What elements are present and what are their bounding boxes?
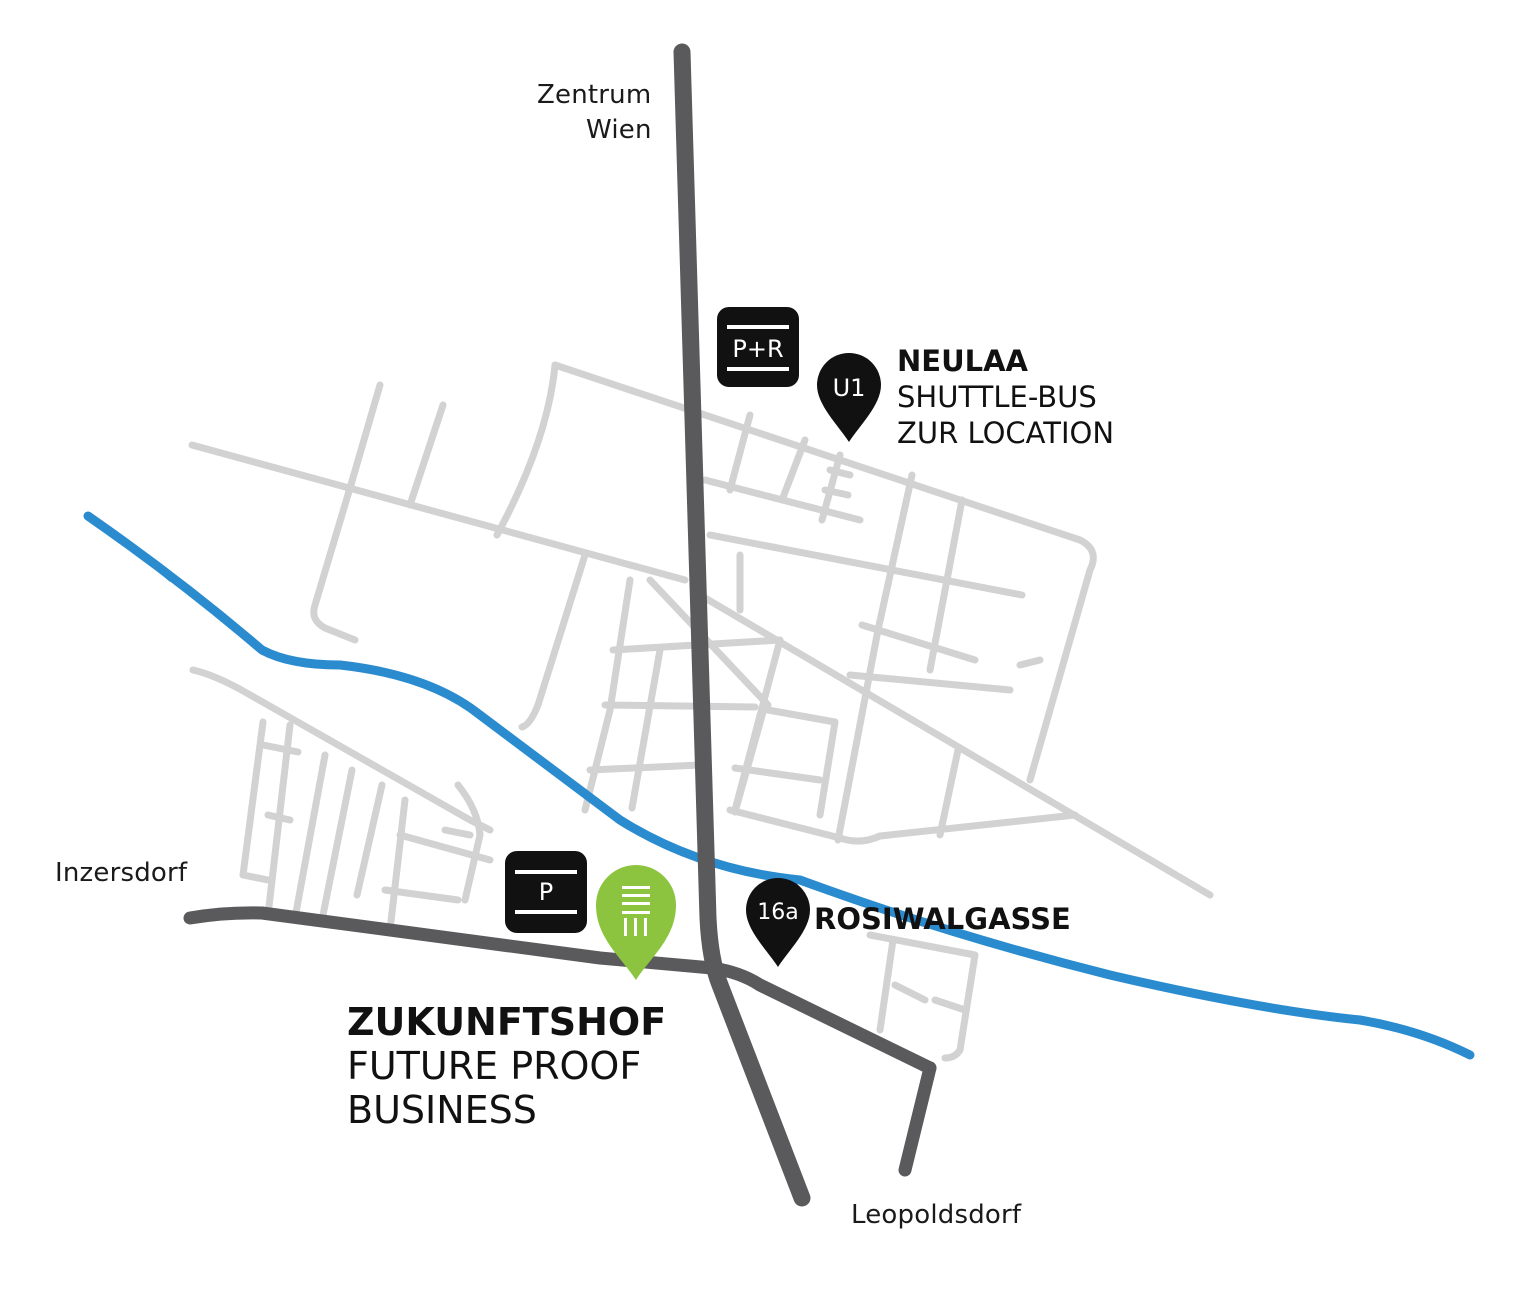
venue-title: ZUKUNFTSHOF [347, 1000, 667, 1044]
park-and-ride-label: P+R [732, 335, 783, 363]
road [731, 701, 769, 816]
road [778, 436, 809, 504]
road [188, 441, 689, 584]
road [353, 781, 386, 899]
bus-stop-title: ROSIWALGASSE [814, 902, 1071, 936]
u1-stop-line2: ZUR LOCATION [897, 416, 1115, 450]
road [1026, 536, 1097, 784]
bus-marker-label: 16a [757, 900, 798, 925]
road [406, 401, 447, 509]
road [318, 766, 356, 924]
road [764, 706, 839, 726]
main-road-north-south [673, 43, 811, 1207]
road [931, 996, 969, 1014]
road [818, 451, 844, 524]
road [239, 718, 267, 879]
road [816, 718, 839, 819]
road [493, 361, 559, 539]
road [518, 551, 589, 731]
road [381, 886, 462, 904]
river-taper-start [86, 514, 172, 582]
road [936, 746, 962, 839]
parking-label: P [539, 878, 553, 906]
road [706, 531, 1026, 599]
road [858, 621, 979, 664]
road-inzersdorf [183, 906, 937, 1075]
road [846, 671, 1014, 694]
road [866, 931, 979, 1062]
place-label-inzersdorf: Inzersdorf [55, 858, 188, 888]
road [291, 751, 329, 922]
road [581, 576, 634, 814]
u1-stop-info: NEULAA SHUTTLE-BUS ZUR LOCATION [897, 344, 1114, 451]
road [441, 826, 474, 839]
bus-stop-marker[interactable]: 16a [746, 878, 810, 967]
venue-line2: BUSINESS [347, 1088, 537, 1132]
road [726, 806, 1079, 845]
road [601, 701, 759, 711]
road [926, 496, 966, 674]
road [454, 781, 484, 904]
building-columns-icon [622, 886, 650, 936]
road [386, 796, 409, 934]
place-label-zentrum-line1: Zentrum [537, 80, 652, 110]
minor-roads [188, 361, 1214, 1062]
road [1016, 656, 1044, 669]
road [264, 811, 294, 824]
road [891, 981, 929, 1004]
place-label-zentrum-line2: Wien [586, 115, 652, 145]
venue-info: ZUKUNFTSHOF FUTURE PROOF BUSINESS [347, 1000, 666, 1132]
road [826, 466, 854, 479]
u1-stop-title: NEULAA [897, 344, 1028, 378]
road [731, 764, 824, 784]
u1-stop-line1: SHUTTLE-BUS [897, 380, 1097, 414]
road [259, 741, 302, 756]
place-label-zentrum: Zentrum [537, 80, 651, 110]
road [834, 471, 916, 844]
road [586, 761, 704, 774]
road [310, 381, 384, 644]
road [551, 361, 1084, 544]
road-leopoldsdorf [898, 1061, 937, 1177]
park-and-ride-icon[interactable]: P+R [717, 307, 799, 387]
road [189, 666, 494, 834]
road [239, 871, 272, 884]
place-label-wien: Wien [586, 115, 652, 145]
road [726, 411, 754, 494]
road [821, 486, 852, 499]
road [876, 936, 897, 1034]
place-label-leopoldsdorf: Leopoldsdorf [851, 1200, 1022, 1230]
road [628, 646, 664, 812]
parking-icon[interactable]: P [505, 851, 587, 933]
u1-station-marker[interactable]: U1 [817, 353, 881, 442]
road [696, 591, 1214, 899]
major-roads [183, 43, 937, 1207]
u1-marker-label: U1 [833, 374, 866, 402]
venue-marker[interactable] [595, 864, 676, 980]
venue-line1: FUTURE PROOF [347, 1044, 642, 1088]
river [83, 511, 1475, 1060]
